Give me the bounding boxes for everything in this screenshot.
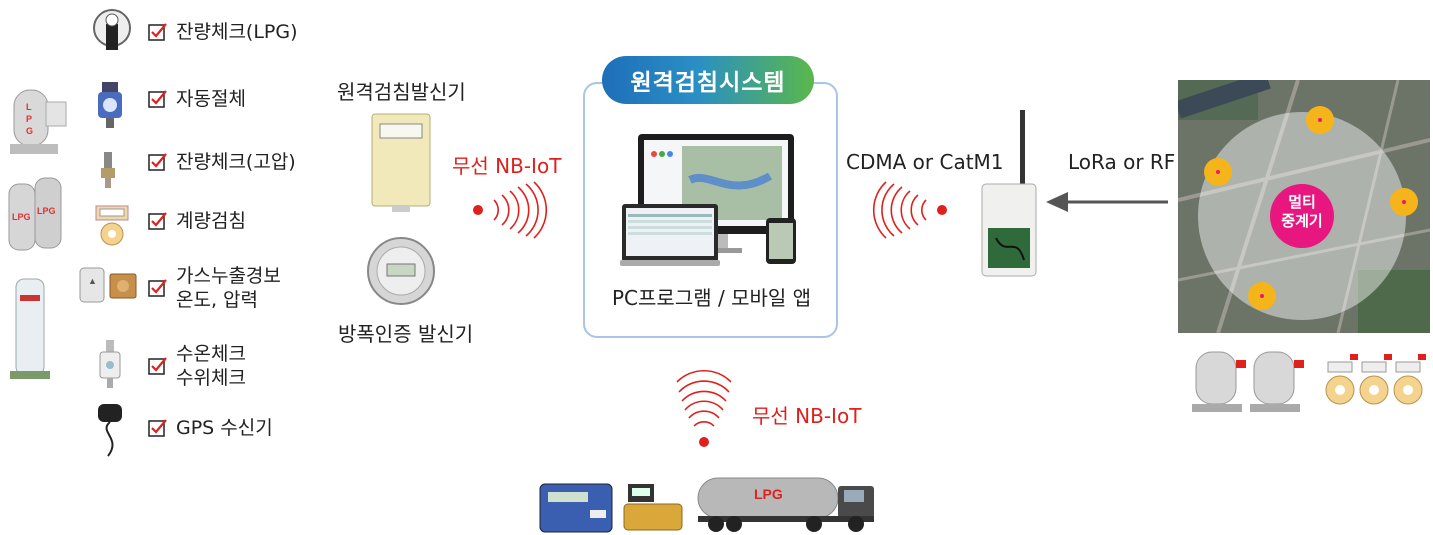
aerial-map-image-icon [1178,80,1430,333]
vertical-storage-tank-icon [10,278,50,379]
nbiot-top-label: 무선 NB-IoT [452,154,562,178]
explosion-proof-title: 방폭인증 발신기 [338,322,474,346]
svg-text:▲: ▲ [88,276,97,286]
check-item-label: 계량검침 [176,210,246,232]
check-item-auto-switch: 자동절체 [148,87,246,111]
system-caption: PC프로그램 / 모바일 앱 [612,286,812,310]
lpg-tanks-with-rf-icon [1192,351,1304,412]
check-item-water: 수온체크 수위체크 [148,342,246,390]
remaining-gauge-icon [93,9,131,50]
check-item-label: GPS 수신기 [176,417,273,439]
check-item-label: 자동절체 [176,88,246,110]
nbiot-bottom-label: 무선 NB-IoT [752,404,862,428]
explosion-proof-transmitter-icon [367,237,435,305]
lpg-tank-horizontal-icon: L P G [10,89,67,154]
checkbox-icon [148,90,167,108]
svg-text:P: P [26,114,32,124]
check-item-gas-leak: 가스누출경보 온도, 압력 [148,264,281,312]
relay-map: 멀티 중계기 [1178,80,1430,333]
gateway-device-icon [981,110,1037,277]
signal-waves-left-icon [872,181,947,239]
signal-waves-right-icon [473,181,548,239]
lpg-cylinders-icon: LPG LPG [8,177,62,251]
truck-label: LPG [754,486,783,502]
checkbox-icon [148,212,167,230]
svg-text:LPG: LPG [12,212,31,222]
remote-transmitter-title: 원격검침발신기 [337,80,466,104]
svg-text:LPG: LPG [37,206,56,216]
lpg-tanker-truck-icon [697,477,874,532]
flow-meter-icon [623,484,683,531]
water-sensor-icon [99,340,121,388]
gps-receiver-icon [98,404,122,457]
check-item-label: 잔량체크(LPG) [176,21,298,43]
checkbox-icon [148,357,167,375]
remote-transmitter-device-icon [371,113,431,212]
checkbox-icon [148,23,167,41]
gas-meters-with-rf-icon [1325,354,1426,405]
checkbox-icon [148,153,167,171]
checkbox-icon [148,419,167,437]
check-item-gps: GPS 수신기 [148,416,273,440]
gas-leak-alarm-icon: ▲ [79,267,137,303]
signal-waves-up-icon [676,369,732,447]
lora-label: LoRa or RF [1068,150,1176,174]
check-item-remaining-lpg: 잔량체크(LPG) [148,20,298,44]
check-item-label: 잔량체크(고압) [176,151,296,173]
pc-monitor-screenshot-icon [620,134,796,266]
check-item-metering: 계량검침 [148,209,246,233]
relay-label: 멀티 중계기 [1281,193,1323,230]
system-title: 원격검침시스템 [602,56,814,104]
checkbox-icon [148,279,167,297]
auto-switch-valve-icon [98,82,122,128]
check-item-remaining-highpressure: 잔량체크(고압) [148,150,296,174]
controller-box-icon [539,483,613,533]
arrow-left-icon [1046,192,1168,212]
cdma-label: CDMA or CatM1 [846,150,1004,174]
svg-text:L: L [26,102,32,112]
pressure-sensor-icon [101,152,115,188]
check-item-label: 수온체크 수위체크 [176,343,246,389]
svg-text:G: G [26,126,33,136]
check-item-label: 가스누출경보 온도, 압력 [176,265,281,311]
gas-meter-icon [95,205,129,246]
